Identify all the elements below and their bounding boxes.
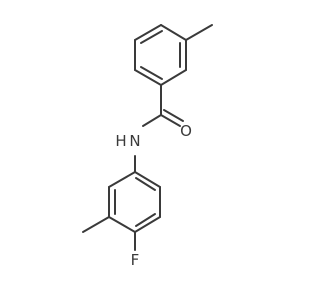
bond	[160, 24, 187, 41]
bond	[134, 216, 161, 233]
bond	[163, 109, 184, 122]
bond	[160, 69, 187, 86]
bond	[108, 171, 136, 188]
bond-layer	[82, 24, 213, 251]
bond	[134, 24, 162, 41]
hydrogen-label: H	[115, 132, 126, 150]
bond	[135, 177, 156, 191]
bond	[185, 24, 213, 41]
bond	[140, 30, 163, 44]
bond	[142, 114, 162, 127]
fluorine-label: F	[131, 251, 140, 269]
bond	[134, 69, 162, 86]
nitrogen-label: N	[129, 132, 140, 150]
bond	[140, 66, 163, 80]
bond	[108, 216, 136, 233]
bond	[135, 213, 156, 227]
molecule-structure: N H O F	[82, 24, 213, 269]
bond	[134, 171, 161, 188]
oxygen-label: O	[180, 122, 192, 140]
bond	[160, 114, 181, 127]
atom-label-layer: N H O F	[115, 122, 192, 269]
bond	[82, 216, 110, 233]
